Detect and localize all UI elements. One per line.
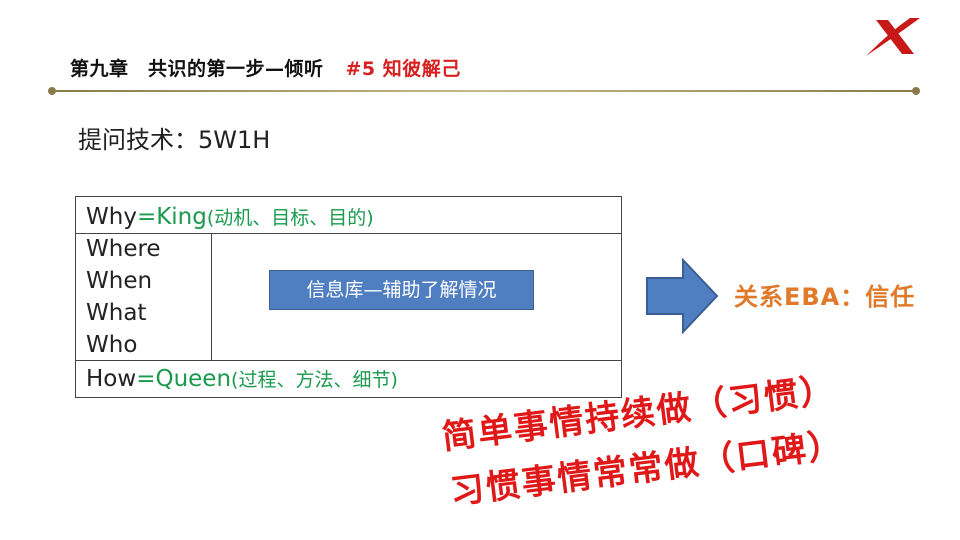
header-divider <box>52 90 918 92</box>
why-note: (动机、目标、目的) <box>206 207 374 229</box>
x-logo-icon <box>866 18 920 56</box>
w-item-who: Who <box>86 332 138 358</box>
subtitle: 提问技术：5W1H <box>78 126 271 154</box>
middle-column <box>76 233 212 360</box>
divider-right-dot <box>912 87 920 95</box>
how-note: (过程、方法、细节) <box>231 369 398 391</box>
how-row: How=Queen(过程、方法、细节) <box>76 360 621 399</box>
info-box: 信息库—辅助了解情况 <box>269 270 534 310</box>
divider-left-dot <box>48 87 56 95</box>
w-item-where: Where <box>86 236 161 262</box>
chapter-title-text: 第九章 共识的第一步—倾听 <box>70 58 324 80</box>
how-key: How <box>86 366 137 392</box>
chapter-title: 第九章 共识的第一步—倾听 #5 知彼解己 <box>70 54 461 81</box>
why-row: Why=King(动机、目标、目的) <box>76 197 621 234</box>
5w1h-table: Why=King(动机、目标、目的) Where When What Who H… <box>75 196 622 398</box>
w-item-what: What <box>86 300 147 326</box>
why-equals: =King <box>136 204 207 230</box>
w-list: Where When What Who <box>86 233 161 361</box>
how-equals: =Queen <box>136 366 232 392</box>
right-arrow-icon <box>646 258 719 334</box>
w-item-when: When <box>86 268 153 294</box>
relation-label: 关系EBA：信任 <box>734 283 916 311</box>
why-key: Why <box>86 204 137 230</box>
section-tag: #5 知彼解己 <box>345 58 461 80</box>
